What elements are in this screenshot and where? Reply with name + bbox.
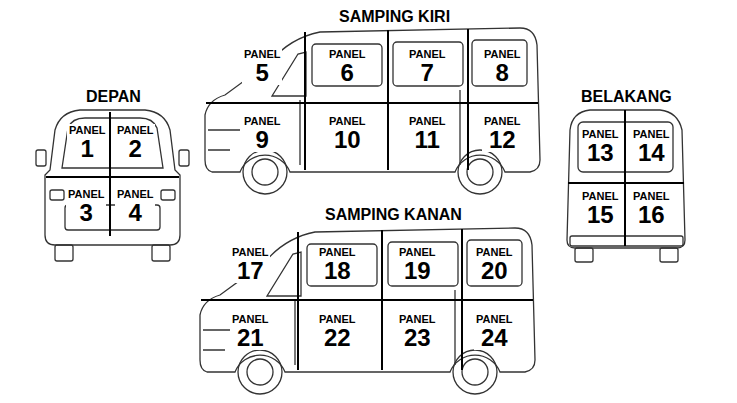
view-title: SAMPING KANAN — [323, 206, 464, 224]
panel-number: 20 — [474, 258, 514, 283]
panel-region: PANEL20 — [474, 246, 514, 283]
panel-region: PANEL8 — [482, 48, 522, 85]
panel-label: PANEL — [407, 115, 447, 127]
panel-region: PANEL24 — [474, 313, 514, 350]
view-title: BELAKANG — [579, 88, 674, 106]
panel-number: 14 — [631, 140, 671, 165]
panel-number: 22 — [317, 325, 357, 350]
panel-label: PANEL — [474, 246, 514, 258]
panel-region: PANEL2 — [115, 124, 155, 161]
panel-number: 1 — [67, 136, 107, 161]
panel-region: PANEL12 — [482, 115, 522, 152]
panel-region: PANEL17 — [230, 246, 270, 283]
panel-region: PANEL7 — [407, 48, 447, 85]
panel-number: 17 — [230, 258, 270, 283]
panel-region: PANEL18 — [317, 246, 357, 283]
panel-number: 13 — [580, 140, 620, 165]
panel-region: PANEL3 — [66, 188, 106, 225]
rear-van — [567, 110, 685, 262]
panel-region: PANEL22 — [317, 313, 357, 350]
panel-label: PANEL — [317, 246, 357, 258]
right-side-van — [200, 228, 535, 394]
panel-region: PANEL16 — [631, 190, 671, 227]
panel-number: 19 — [397, 258, 437, 283]
panel-number: 9 — [242, 127, 282, 152]
panel-number: 16 — [631, 202, 671, 227]
panel-number: 3 — [66, 200, 106, 225]
panel-label: PANEL — [580, 190, 620, 202]
panel-label: PANEL — [230, 246, 270, 258]
panel-number: 11 — [407, 127, 447, 152]
panel-number: 5 — [242, 60, 282, 85]
view-title: SAMPING KIRI — [337, 8, 452, 26]
panel-number: 12 — [482, 127, 522, 152]
left-side-van — [205, 28, 540, 194]
panel-number: 4 — [115, 200, 155, 225]
panel-label: PANEL — [242, 48, 282, 60]
panel-label: PANEL — [631, 128, 671, 140]
panel-label: PANEL — [407, 48, 447, 60]
panel-region: PANEL6 — [327, 48, 367, 85]
panel-label: PANEL — [66, 188, 106, 200]
panel-label: PANEL — [230, 313, 270, 325]
panel-region: PANEL13 — [580, 128, 620, 165]
panel-region: PANEL4 — [115, 188, 155, 225]
panel-label: PANEL — [115, 188, 155, 200]
panel-label: PANEL — [631, 190, 671, 202]
panel-region: PANEL1 — [67, 124, 107, 161]
panel-label: PANEL — [482, 48, 522, 60]
panel-number: 24 — [474, 325, 514, 350]
front-van — [36, 110, 189, 261]
panel-label: PANEL — [327, 48, 367, 60]
panel-label: PANEL — [580, 128, 620, 140]
panel-label: PANEL — [67, 124, 107, 136]
panel-number: 15 — [580, 202, 620, 227]
panel-number: 6 — [327, 60, 367, 85]
panel-label: PANEL — [327, 115, 367, 127]
panel-number: 2 — [115, 136, 155, 161]
panel-region: PANEL15 — [580, 190, 620, 227]
panel-number: 8 — [482, 60, 522, 85]
panel-number: 21 — [230, 325, 270, 350]
panel-region: PANEL5 — [242, 48, 282, 85]
view-title: DEPAN — [84, 88, 143, 106]
panel-dividers — [46, 29, 684, 370]
panel-region: PANEL14 — [631, 128, 671, 165]
panel-label: PANEL — [242, 115, 282, 127]
panel-region: PANEL23 — [397, 313, 437, 350]
panel-label: PANEL — [482, 115, 522, 127]
panel-number: 18 — [317, 258, 357, 283]
panel-region: PANEL19 — [397, 246, 437, 283]
panel-number: 10 — [327, 127, 367, 152]
panel-region: PANEL21 — [230, 313, 270, 350]
panel-region: PANEL9 — [242, 115, 282, 152]
panel-number: 7 — [407, 60, 447, 85]
panel-label: PANEL — [317, 313, 357, 325]
panel-label: PANEL — [115, 124, 155, 136]
panel-region: PANEL11 — [407, 115, 447, 152]
panel-label: PANEL — [397, 246, 437, 258]
panel-number: 23 — [397, 325, 437, 350]
panel-region: PANEL10 — [327, 115, 367, 152]
panel-label: PANEL — [474, 313, 514, 325]
panel-label: PANEL — [397, 313, 437, 325]
